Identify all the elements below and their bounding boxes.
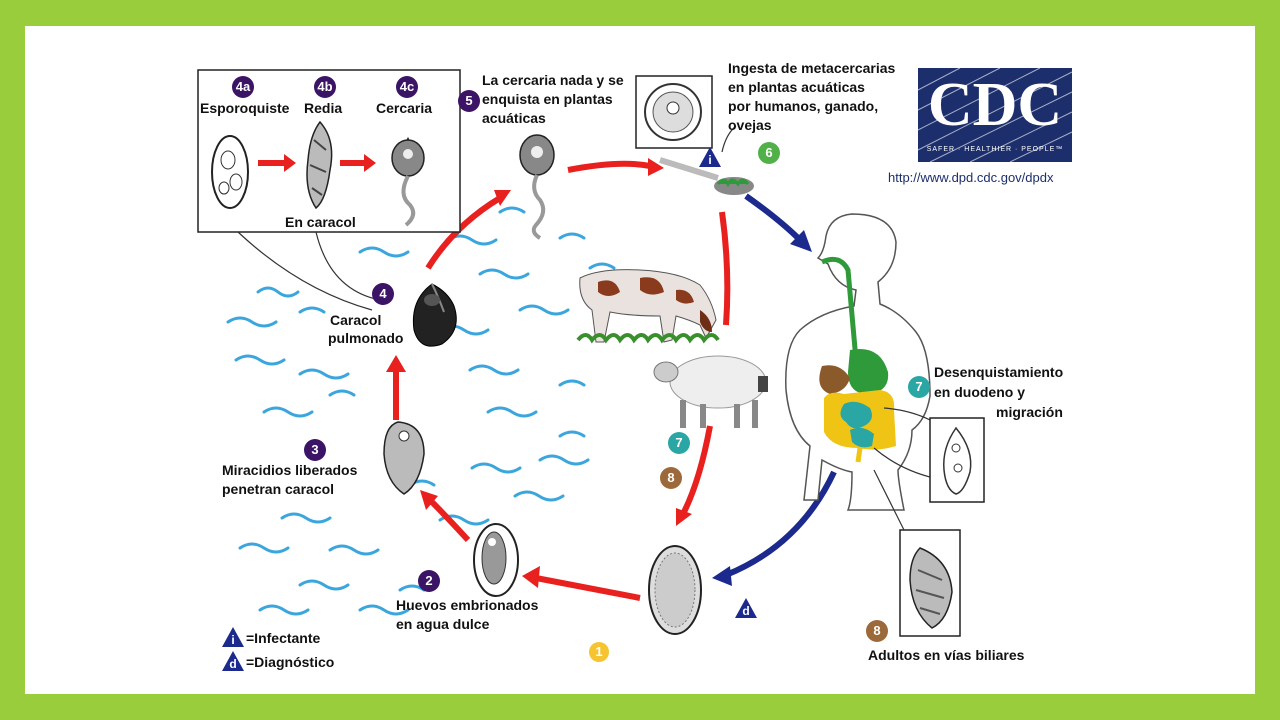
label-s8-human: Adultos en vías biliares bbox=[868, 647, 1025, 663]
sheep-illustration bbox=[653, 355, 768, 428]
label-s2-line1: Huevos embrionados bbox=[396, 597, 539, 613]
badge-8-animal: 8 bbox=[660, 467, 682, 489]
leader-line bbox=[315, 231, 381, 301]
blue-arrowheads bbox=[712, 230, 812, 586]
badge-6: 6 bbox=[758, 142, 780, 164]
legend-diagnostic-icon: d bbox=[221, 650, 245, 672]
label-s7-line3: migración bbox=[996, 404, 1063, 420]
label-s5-line1: La cercaria nada y se bbox=[482, 72, 624, 88]
badge-7-animal: 7 bbox=[668, 432, 690, 454]
metacercaria-box bbox=[635, 75, 713, 149]
blue-arrows bbox=[724, 193, 837, 578]
cow-illustration bbox=[576, 269, 720, 344]
cdc-url-link[interactable]: http://www.dpd.cdc.gov/dpdx bbox=[888, 170, 1054, 185]
embryonated-egg-illustration bbox=[473, 523, 519, 597]
infective-marker-icon: i bbox=[698, 146, 722, 168]
badge-1: 1 bbox=[589, 642, 609, 662]
legend-diagnostic-label: =Diagnóstico bbox=[246, 654, 335, 670]
label-s3-line1: Miracidios liberados bbox=[222, 462, 358, 478]
red-arrowheads bbox=[386, 158, 692, 588]
cercaria-box-illustration bbox=[391, 136, 425, 227]
badge-4a: 4a bbox=[232, 76, 254, 98]
snail-illustration bbox=[412, 283, 457, 347]
badge-4b: 4b bbox=[314, 76, 336, 98]
free-cercaria-illustration bbox=[519, 134, 555, 240]
legend-infective-label: =Infectante bbox=[246, 630, 321, 646]
miracidium-illustration bbox=[383, 421, 425, 495]
legend-infective-icon: i bbox=[221, 626, 245, 648]
cdc-tagline: SAFER · HEALTHIER · PEOPLE™ bbox=[926, 146, 1064, 153]
redia-illustration bbox=[306, 120, 333, 210]
label-s4-line1: Caracol bbox=[330, 312, 382, 328]
label-redia: Redia bbox=[304, 100, 343, 116]
sporocyst-illustration bbox=[211, 135, 249, 209]
badge-5: 5 bbox=[458, 90, 480, 112]
egg-illustration bbox=[648, 545, 702, 635]
badge-7-human: 7 bbox=[908, 376, 930, 398]
badge-8-human: 8 bbox=[866, 620, 888, 642]
label-s6-line1: Ingesta de metacercarias bbox=[728, 60, 896, 76]
label-s7-line1: Desenquistamiento bbox=[934, 364, 1064, 380]
red-cycle-arrows bbox=[393, 160, 731, 601]
badge-4: 4 bbox=[372, 283, 394, 305]
diagnostic-marker-icon: d bbox=[734, 597, 758, 619]
legend-diagnostic-symbol: d bbox=[229, 657, 237, 671]
label-s5-line3: acuáticas bbox=[482, 110, 546, 126]
label-s6-line4: ovejas bbox=[728, 117, 772, 133]
label-en-caracol: En caracol bbox=[285, 214, 356, 230]
label-cercaria: Cercaria bbox=[376, 100, 433, 116]
label-s3-line2: penetran caracol bbox=[222, 481, 335, 497]
legend-infective-symbol: i bbox=[231, 633, 235, 647]
label-s2-line2: en agua dulce bbox=[396, 616, 490, 632]
spoon-illustration bbox=[659, 125, 754, 195]
badge-2: 2 bbox=[418, 570, 440, 592]
cdc-logo-text: CDC bbox=[927, 71, 1063, 139]
badge-3: 3 bbox=[304, 439, 326, 461]
box-arrows bbox=[258, 154, 376, 172]
label-s7-line2: en duodeno y bbox=[934, 384, 1025, 400]
label-s4-line2: pulmonado bbox=[328, 330, 404, 346]
label-esporoquiste: Esporoquiste bbox=[200, 100, 290, 116]
cdc-logo bbox=[917, 67, 1073, 163]
adult-fluke-box bbox=[873, 469, 961, 637]
leader-line bbox=[237, 231, 373, 311]
label-s6-line3: por humanos, ganado, bbox=[728, 98, 879, 114]
badge-4c: 4c bbox=[396, 76, 418, 98]
migration-box bbox=[929, 417, 985, 503]
water-waves bbox=[226, 206, 616, 616]
human-illustration bbox=[785, 213, 935, 511]
infective-marker-symbol: i bbox=[708, 153, 712, 167]
label-s5-line2: enquista en plantas bbox=[482, 91, 613, 107]
label-s6-line2: en plantas acuáticas bbox=[728, 79, 865, 95]
diagnostic-marker-symbol: d bbox=[742, 604, 750, 618]
